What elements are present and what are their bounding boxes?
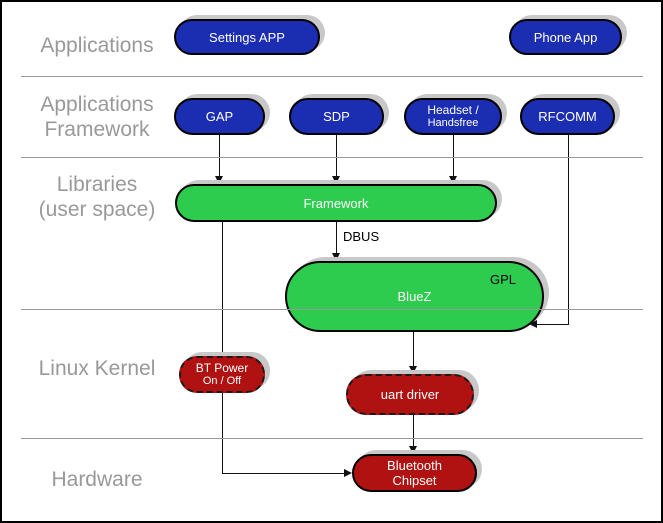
node-settings-app-label: Settings APP xyxy=(209,29,285,45)
arrowhead-into-chipset xyxy=(344,469,352,477)
edge-headset-to-framework xyxy=(453,135,454,177)
arrowhead-bluez-to-uart xyxy=(409,366,417,374)
edge-uart-to-chipset xyxy=(413,415,414,447)
node-uart-driver: uart driver xyxy=(346,374,474,415)
node-sdp-label: SDP xyxy=(323,109,350,124)
layer-label-linux-kernel: Linux Kernel xyxy=(38,357,156,380)
node-bluez: BlueZ GPL xyxy=(285,261,544,332)
node-framework-label: Framework xyxy=(303,195,369,211)
node-sdp: SDP xyxy=(289,98,384,135)
node-framework: Framework xyxy=(175,184,497,222)
node-chipset-label-line2: Chipset xyxy=(392,473,437,488)
divider-libraries xyxy=(21,309,643,310)
arrowhead-sdp-to-framework xyxy=(332,176,340,184)
divider-applications xyxy=(21,76,643,77)
layer-label-libraries: Libraries (user space) xyxy=(38,173,156,221)
node-bt-power-label-line1: BT Power xyxy=(195,361,249,375)
node-headset-label-line1: Headset / xyxy=(427,103,479,117)
edge-rfcomm-to-bluez-vertical xyxy=(568,135,569,325)
layer-label-hardware: Hardware xyxy=(51,468,143,491)
edge-gap-to-framework xyxy=(219,135,220,177)
node-headset-label-line2: Handsfree xyxy=(427,117,479,129)
node-bt-power-label-line2: On / Off xyxy=(202,375,242,387)
node-rfcomm-label: RFCOMM xyxy=(538,109,597,124)
node-settings-app: Settings APP xyxy=(174,19,320,55)
edge-framework-to-chipset-horizontal xyxy=(222,473,344,474)
edge-framework-to-bluez xyxy=(336,222,337,254)
edge-sdp-to-framework xyxy=(336,135,337,177)
node-gap-label: GAP xyxy=(205,109,234,124)
edge-rfcomm-to-bluez-horizontal xyxy=(534,324,569,325)
arrowhead-into-bluez xyxy=(529,320,537,328)
layer-label-applications: Applications xyxy=(40,34,154,57)
dbus-edge-label: DBUS xyxy=(343,229,380,244)
arrowhead-framework-to-bluez xyxy=(332,253,340,261)
node-headset-handsfree: Headset / Handsfree xyxy=(404,98,502,135)
node-phone-app-label: Phone App xyxy=(533,29,598,45)
edge-framework-to-chipset-vertical xyxy=(222,222,223,474)
divider-framework xyxy=(21,157,643,158)
gpl-license-tag: GPL xyxy=(489,272,516,287)
node-bluetooth-chipset: Bluetooth Chipset xyxy=(352,454,477,492)
node-chipset-label-line1: Bluetooth xyxy=(387,458,442,473)
edge-bluez-to-uart xyxy=(413,332,414,367)
node-bt-power: BT Power On / Off xyxy=(179,356,265,393)
arrowhead-headset-to-framework xyxy=(449,176,457,184)
divider-kernel xyxy=(21,438,643,439)
node-phone-app: Phone App xyxy=(509,19,622,55)
arrowhead-uart-to-chipset xyxy=(409,446,417,454)
node-uart-driver-label: uart driver xyxy=(380,387,440,402)
arrowhead-gap-to-framework xyxy=(215,176,223,184)
node-gap: GAP xyxy=(174,98,265,135)
node-bluez-label: BlueZ xyxy=(397,289,432,304)
layer-label-applications-framework: Applications Framework xyxy=(40,93,154,141)
node-rfcomm: RFCOMM xyxy=(520,98,615,135)
